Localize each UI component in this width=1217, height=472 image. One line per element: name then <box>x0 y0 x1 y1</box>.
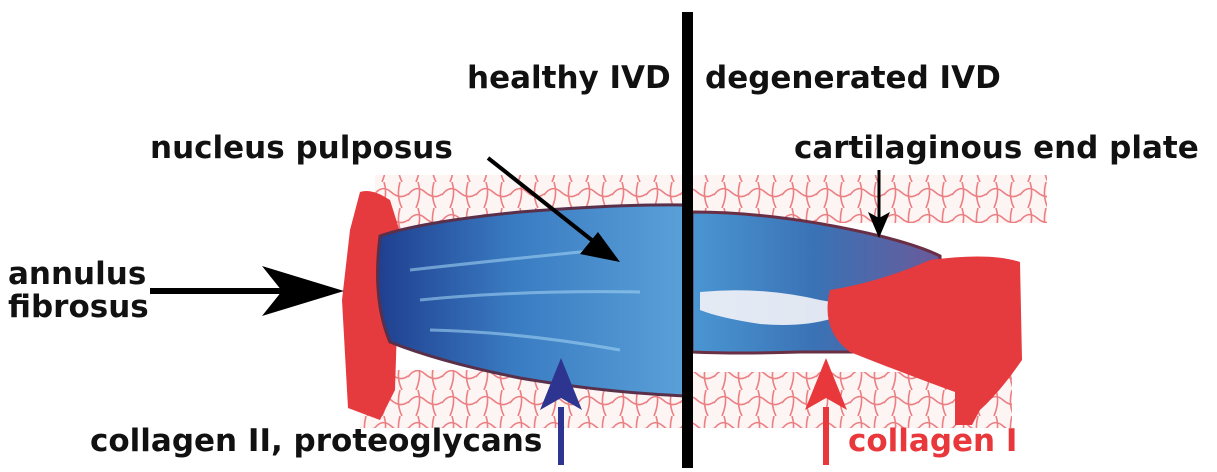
collagen-i-label: collagen I <box>848 425 1017 458</box>
healthy-ivd-label: healthy IVD <box>467 62 671 95</box>
annulus-fibrosus-label: annulus fibrosus <box>8 258 149 323</box>
collagen-ii-label: collagen II, proteoglycans <box>90 425 542 458</box>
nucleus-pulposus-label: nucleus pulposus <box>150 132 453 165</box>
cartilaginous-end-plate-label: cartilaginous end plate <box>794 132 1199 165</box>
annulus-fibrosus-arrow <box>150 266 344 316</box>
degenerated-ivd-label: degenerated IVD <box>705 62 1001 95</box>
center-divider <box>682 12 693 468</box>
healthy-ivd-tissue <box>342 175 685 428</box>
